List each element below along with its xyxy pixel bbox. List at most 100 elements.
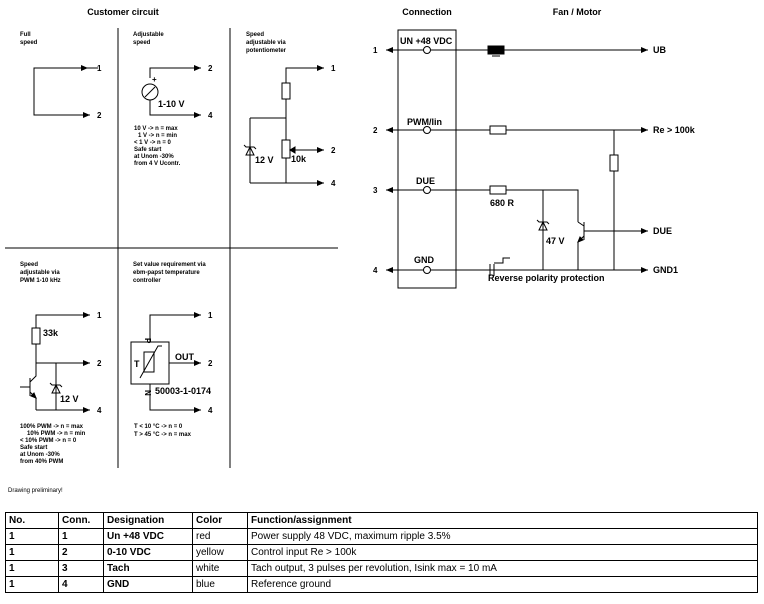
pwm-notes: 100% PWM -> n = max 10% PWM -> n = min <… bbox=[20, 424, 86, 465]
adjustable-title-2: speed bbox=[133, 40, 151, 46]
connection-section: UN +48 VDC 1 UB PWM/lin 2 Re > 100k DUE bbox=[373, 29, 696, 289]
table-row: 1 3 Tach white Tach output, 3 pulses per… bbox=[5, 560, 758, 577]
temp-terminal-4: 4 bbox=[208, 406, 213, 415]
pwm-zener-label: 12 V bbox=[60, 394, 79, 404]
adjustable-note-2: 1 V -> n = min bbox=[138, 133, 177, 139]
table-row: 1 4 GND blue Reference ground bbox=[5, 576, 758, 593]
adjustable-note-3: < 1 V -> n = 0 bbox=[134, 140, 172, 146]
temp-title-1: Set value requirement via bbox=[133, 262, 206, 268]
headers: Customer circuit Connection Fan / Motor bbox=[87, 7, 602, 17]
cell-no: 1 bbox=[5, 528, 59, 545]
thermistor-symbol bbox=[143, 351, 155, 373]
pwm-note-2: 10% PWM -> n = min bbox=[27, 431, 86, 437]
panel-adjustable-speed: Adjustable speed + 1-10 V 2 4 10 V -> n … bbox=[133, 32, 213, 167]
header-fan-motor: Fan / Motor bbox=[553, 7, 602, 17]
potentiometer-symbol bbox=[281, 139, 291, 159]
pwm-terminal-2: 2 bbox=[97, 359, 102, 368]
panel-temperature: Set value requirement via ebm-papst temp… bbox=[130, 262, 213, 438]
motor-gnd1-label: GND1 bbox=[653, 265, 678, 275]
conn-due-label: DUE bbox=[416, 176, 435, 186]
pwm-note-6: from 40% PWM bbox=[20, 459, 63, 465]
cell-function: Reference ground bbox=[247, 576, 758, 593]
cell-designation: Tach bbox=[103, 560, 193, 577]
motor-re-label: Re > 100k bbox=[653, 125, 696, 135]
panel-full-speed: Full speed 1 2 bbox=[20, 32, 102, 120]
pwm-title-1: Speed bbox=[20, 262, 38, 268]
temp-title-3: controller bbox=[133, 278, 161, 284]
pot-title-3: potentiometer bbox=[246, 48, 287, 54]
adjustable-note-5: at Unom -30% bbox=[134, 154, 174, 160]
temp-terminal-1: 1 bbox=[208, 311, 213, 320]
pwm-resistor-label: 33k bbox=[43, 328, 59, 338]
cell-conn: 1 bbox=[58, 528, 104, 545]
motor-680r-label: 680 R bbox=[490, 198, 515, 208]
col-header-color: Color bbox=[192, 512, 248, 529]
motor-680r-resistor bbox=[489, 185, 507, 195]
adjustable-terminal-2: 2 bbox=[208, 64, 213, 73]
col-header-no: No. bbox=[5, 512, 59, 529]
controller-out-label: OUT bbox=[175, 352, 195, 362]
panel-pwm: Speed adjustable via PWM 1-10 kHz 33k bbox=[20, 262, 102, 465]
motor-transistor bbox=[577, 221, 648, 270]
reverse-polarity-diode bbox=[489, 257, 510, 276]
reverse-polarity-label: Reverse polarity protection bbox=[488, 273, 605, 283]
connection-block bbox=[397, 29, 457, 289]
pwm-note-3: < 10% PWM -> n = 0 bbox=[20, 438, 77, 444]
conn-gnd-label: GND bbox=[414, 255, 435, 265]
motor-zener-47v bbox=[536, 219, 550, 231]
conn-terminal-3: 3 bbox=[373, 186, 378, 195]
motor-zener-label: 47 V bbox=[546, 236, 565, 246]
pot-resistance-label: 10k bbox=[291, 154, 307, 164]
adjustable-title-1: Adjustable bbox=[133, 32, 164, 38]
temp-title-2: ebm-papst temperature bbox=[133, 270, 200, 276]
cell-no: 1 bbox=[5, 560, 59, 577]
cell-designation: GND bbox=[103, 576, 193, 593]
pot-zener-label: 12 V bbox=[255, 155, 274, 165]
pot-terminal-4: 4 bbox=[331, 179, 336, 188]
pwm-title-3: PWM 1-10 kHz bbox=[20, 278, 61, 284]
header-connection: Connection bbox=[402, 7, 452, 17]
pwm-note-4: Safe start bbox=[20, 445, 47, 451]
temp-note-2: T > 45 °C -> n = max bbox=[134, 432, 192, 438]
pwm-zener-diode bbox=[49, 382, 63, 394]
col-header-designation: Designation bbox=[103, 512, 193, 529]
table-row: 1 2 0-10 VDC yellow Control input Re > 1… bbox=[5, 544, 758, 561]
controller-part-number: 50003-1-0174 bbox=[155, 386, 211, 396]
temp-terminal-2: 2 bbox=[208, 359, 213, 368]
cell-no: 1 bbox=[5, 544, 59, 561]
motor-due-label: DUE bbox=[653, 226, 672, 236]
pot-title-2: adjustable via bbox=[246, 40, 286, 46]
pot-zener-diode bbox=[243, 144, 257, 156]
wiring-diagram: Customer circuit Connection Fan / Motor … bbox=[5, 7, 696, 468]
pwm-resistor-33k bbox=[31, 327, 41, 345]
pwm-title-2: adjustable via bbox=[20, 270, 60, 276]
pot-terminal-1: 1 bbox=[331, 64, 336, 73]
cell-color: red bbox=[192, 528, 248, 545]
conn-pwm-label: PWM/lin bbox=[407, 117, 442, 127]
cell-conn: 2 bbox=[58, 544, 104, 561]
adjustable-note-1: 10 V -> n = max bbox=[134, 126, 178, 132]
full-speed-terminal-2: 2 bbox=[97, 111, 102, 120]
cell-function: Power supply 48 VDC, maximum ripple 3.5% bbox=[247, 528, 758, 545]
table-row: 1 1 Un +48 VDC red Power supply 48 VDC, … bbox=[5, 528, 758, 545]
panel-grid bbox=[5, 28, 338, 468]
source-voltage-label: 1-10 V bbox=[158, 99, 185, 109]
pot-title-1: Speed bbox=[246, 32, 264, 38]
motor-pulldown-resistor bbox=[609, 154, 619, 172]
cell-function: Control input Re > 100k bbox=[247, 544, 758, 561]
temp-note-1: T < 10 °C -> n = 0 bbox=[134, 424, 183, 430]
assignment-table: No. Conn. Designation Color Function/ass… bbox=[5, 512, 758, 593]
cell-designation: 0-10 VDC bbox=[103, 544, 193, 561]
controller-n-label: N bbox=[143, 390, 152, 396]
pwm-terminal-1: 1 bbox=[97, 311, 102, 320]
adjustable-notes: 10 V -> n = max 1 V -> n = min < 1 V -> … bbox=[134, 126, 181, 167]
cell-function: Tach output, 3 pulses per revolution, Is… bbox=[247, 560, 758, 577]
pwm-note-1: 100% PWM -> n = max bbox=[20, 424, 84, 430]
adjustable-note-6: from 4 V Ucontr. bbox=[134, 161, 181, 167]
adjustable-terminal-4: 4 bbox=[208, 111, 213, 120]
pwm-note-5: at Unom -30% bbox=[20, 452, 60, 458]
table-header-row: No. Conn. Designation Color Function/ass… bbox=[5, 512, 758, 529]
cell-designation: Un +48 VDC bbox=[103, 528, 193, 545]
cell-color: blue bbox=[192, 576, 248, 593]
motor-ub-label: UB bbox=[653, 45, 666, 55]
